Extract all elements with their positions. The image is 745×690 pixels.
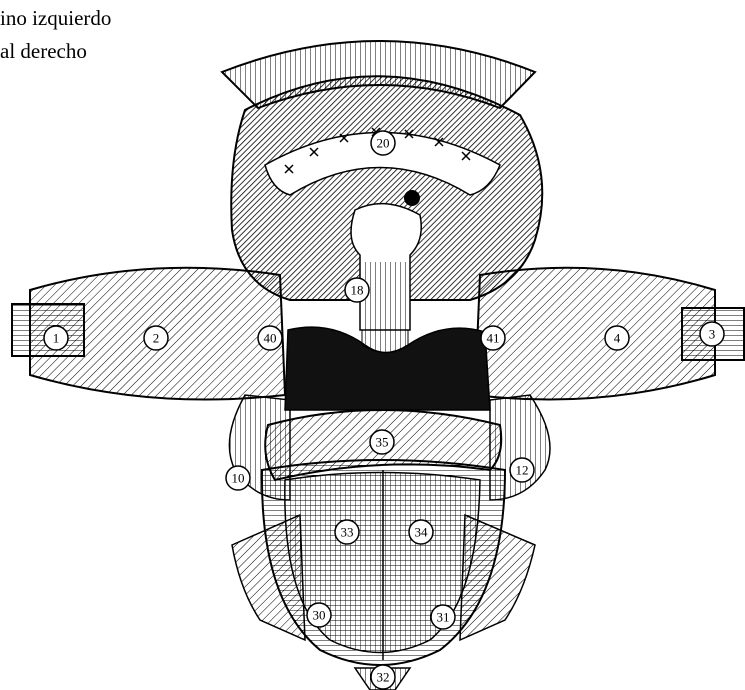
region-number: 35 — [376, 435, 389, 450]
region-number: 34 — [415, 525, 429, 540]
region-number: 20 — [377, 136, 390, 151]
region-number: 31 — [437, 610, 450, 625]
neck-column-stripes — [362, 262, 408, 332]
region-label-12: 12 — [510, 458, 534, 482]
region-label-20: 20 — [371, 131, 395, 155]
region-number: 3 — [709, 327, 716, 342]
dark-spot — [404, 190, 420, 206]
region-number: 10 — [232, 471, 245, 486]
region-number: 1 — [53, 331, 60, 346]
region-number: 41 — [487, 331, 500, 346]
region-label-31: 31 — [431, 605, 455, 629]
region-label-4: 4 — [605, 326, 629, 350]
region-number: 40 — [264, 331, 277, 346]
region-number: 30 — [313, 608, 326, 623]
region-label-10: 10 — [226, 466, 250, 490]
region-label-34: 34 — [409, 520, 433, 544]
region-label-18: 18 — [345, 278, 369, 302]
right-leg-wing — [460, 515, 535, 640]
region-label-40: 40 — [258, 326, 282, 350]
region-number: 2 — [153, 331, 160, 346]
region-number: 4 — [614, 331, 621, 346]
region-number: 32 — [377, 670, 390, 685]
region-label-2: 2 — [144, 326, 168, 350]
region-label-30: 30 — [307, 603, 331, 627]
region-number: 18 — [351, 283, 364, 298]
region-label-35: 35 — [370, 430, 394, 454]
region-label-1: 1 — [44, 326, 68, 350]
region-label-41: 41 — [481, 326, 505, 350]
region-number: 33 — [341, 525, 354, 540]
region-number: 12 — [516, 463, 529, 478]
region-label-3: 3 — [700, 322, 724, 346]
chest-center-stripe — [362, 330, 408, 353]
left-leg-wing — [232, 515, 305, 640]
region-label-32: 32 — [371, 665, 395, 689]
region-label-33: 33 — [335, 520, 359, 544]
right-arm-region — [475, 268, 715, 400]
